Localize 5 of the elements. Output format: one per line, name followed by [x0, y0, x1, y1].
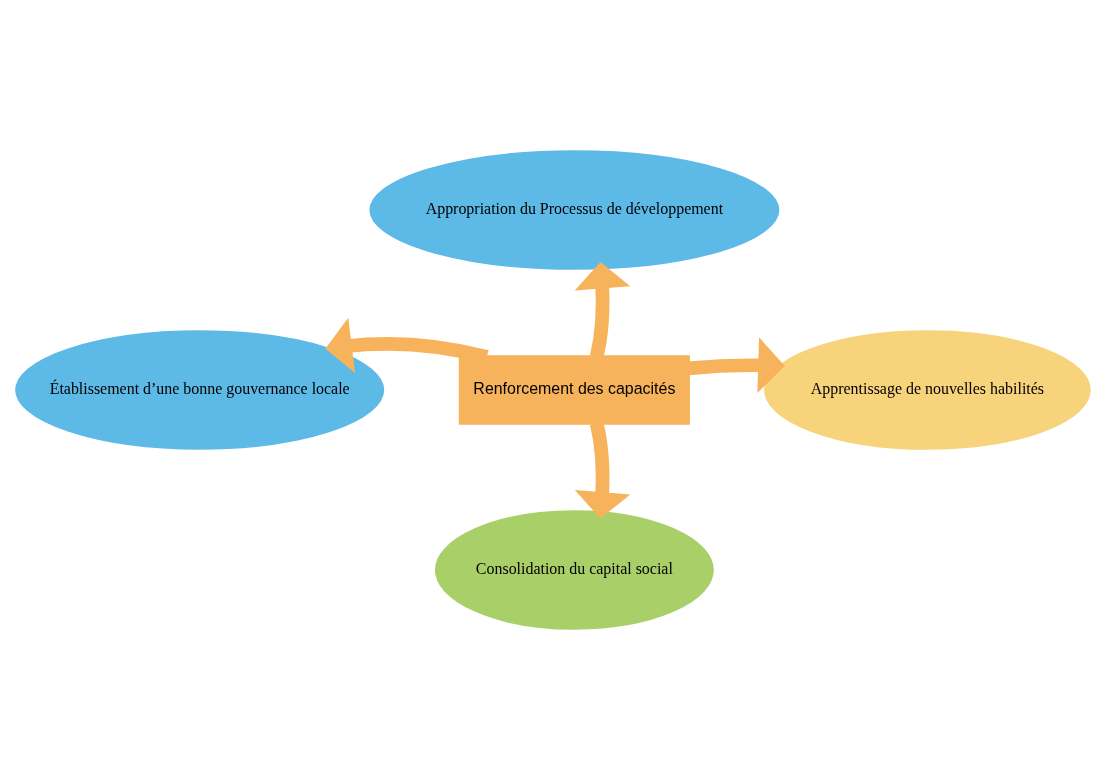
arrow — [687, 337, 785, 393]
arrow — [574, 421, 631, 519]
node-box: Renforcement des capacités — [458, 355, 690, 425]
arrow — [574, 261, 631, 359]
arrow — [325, 317, 489, 373]
